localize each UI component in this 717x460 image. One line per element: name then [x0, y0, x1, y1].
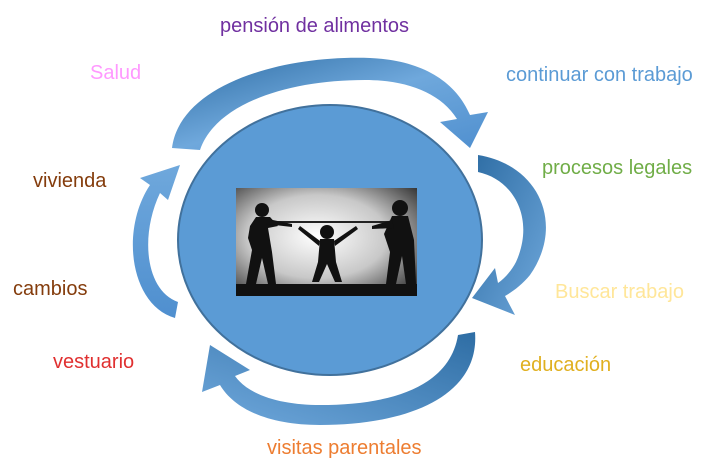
label-salud: Salud — [90, 62, 142, 84]
label-pension-de-alimentos: pensión de alimentos — [220, 15, 410, 37]
right-cycle-arrow — [472, 155, 546, 315]
top-cycle-arrow — [172, 57, 488, 150]
label-educacion: educación — [520, 354, 612, 376]
label-vivienda: vivienda — [33, 170, 107, 192]
left-cycle-arrow — [132, 165, 180, 318]
label-visitas-parentales: visitas parentales — [267, 437, 422, 459]
label-buscar-trabajo: Buscar trabajo — [555, 281, 684, 303]
tug-of-war-silhouette-icon — [236, 188, 417, 296]
bottom-cycle-arrow — [202, 332, 476, 425]
label-cambios: cambios — [13, 278, 88, 300]
label-procesos-legales: procesos legales — [542, 157, 693, 179]
label-vestuario: vestuario — [53, 351, 135, 373]
label-continuar-con-trabajo: continuar con trabajo — [506, 64, 693, 86]
